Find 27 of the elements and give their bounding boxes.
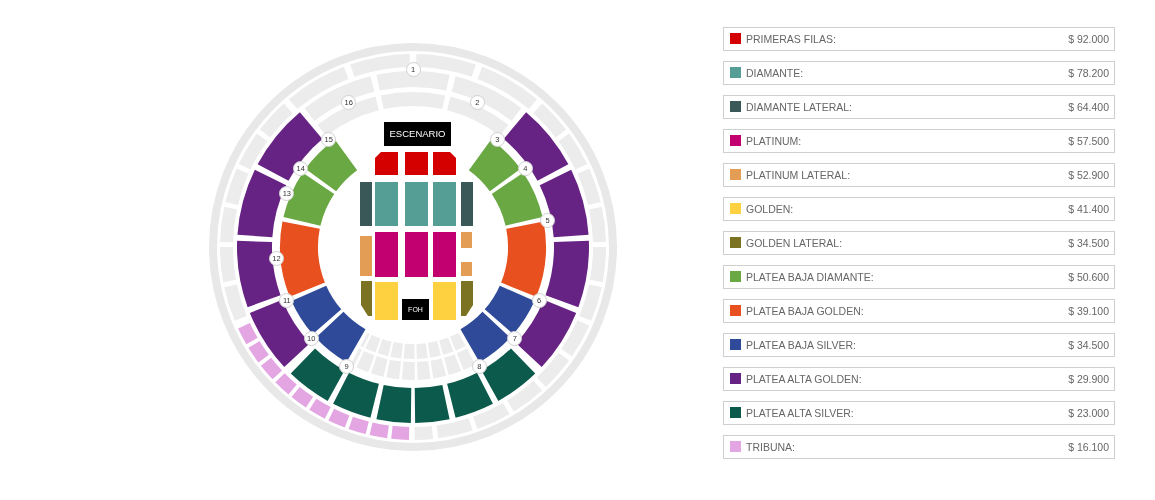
price-label: $ 29.900	[1068, 372, 1109, 386]
legend-label: PLATEA BAJA GOLDEN:	[746, 304, 864, 318]
legend-label: PLATINUM:	[746, 134, 802, 148]
price-label: $ 41.400	[1068, 202, 1109, 216]
legend-label: GOLDEN:	[746, 202, 794, 216]
legend-label: PLATINUM LATERAL:	[746, 168, 851, 182]
legend-label: DIAMANTE LATERAL:	[746, 100, 852, 114]
price-label: $ 34.500	[1068, 338, 1109, 352]
legend-label: DIAMANTE:	[746, 66, 804, 80]
stage-box: ESCENARIO	[384, 122, 451, 146]
price-label: $ 57.500	[1068, 134, 1109, 148]
legend-label: TRIBUNA:	[746, 440, 795, 454]
legend-label: PLATEA ALTA SILVER:	[746, 406, 854, 420]
price-label: $ 50.600	[1068, 270, 1109, 284]
legend-label: PLATEA BAJA DIAMANTE:	[746, 270, 874, 284]
price-label: $ 39.100	[1068, 304, 1109, 318]
price-label: $ 16.100	[1068, 440, 1109, 454]
price-label: $ 23.000	[1068, 406, 1109, 420]
legend-label: GOLDEN LATERAL:	[746, 236, 843, 250]
legend-label: PRIMERAS FILAS:	[746, 32, 836, 46]
legend-label: PLATEA ALTA GOLDEN:	[746, 372, 862, 386]
price-label: $ 52.900	[1068, 168, 1109, 182]
price-label: $ 78.200	[1068, 66, 1109, 80]
price-label: $ 92.000	[1068, 32, 1109, 46]
legend-label: PLATEA BAJA SILVER:	[746, 338, 856, 352]
price-label: $ 64.400	[1068, 100, 1109, 114]
price-label: $ 34.500	[1068, 236, 1109, 250]
